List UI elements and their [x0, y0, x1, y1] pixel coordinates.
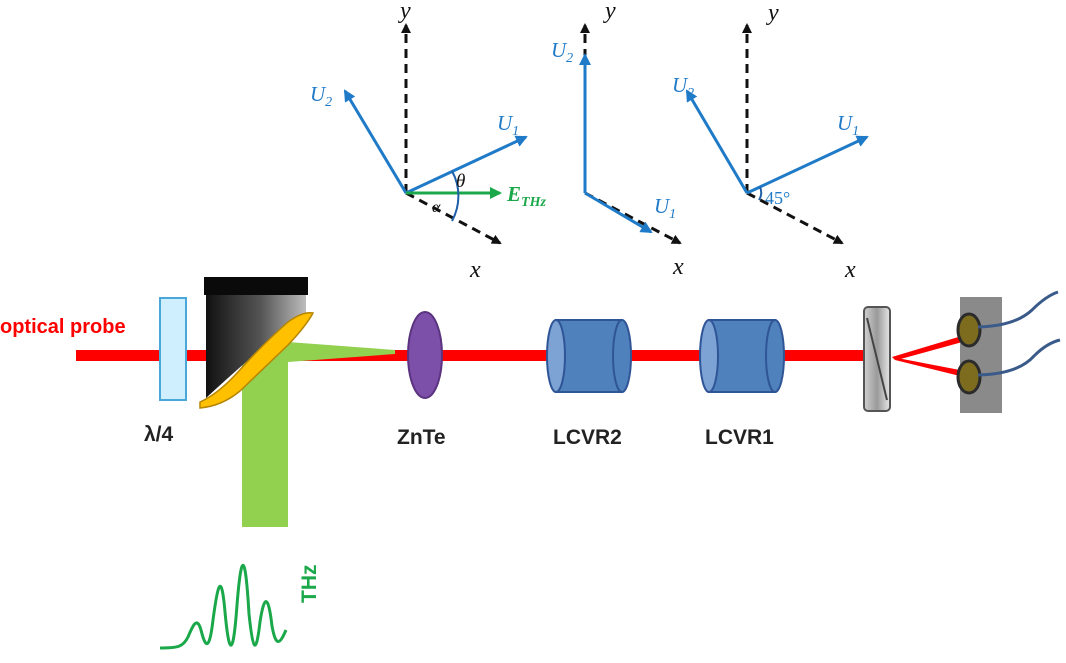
y-axis-label-2: y	[603, 0, 616, 24]
photodiode-lower	[956, 359, 982, 395]
lcvr2-label: LCVR2	[553, 426, 622, 449]
thz-beam	[242, 342, 395, 527]
balanced-detector	[956, 290, 1061, 413]
theta-alpha-arc	[451, 170, 460, 222]
probe-beam-input	[76, 350, 168, 361]
y-axis-label-1: y	[398, 0, 411, 24]
u2-label-2: U2	[551, 38, 573, 66]
u2-vector-1	[343, 89, 408, 194]
u1-vector-3	[746, 135, 869, 195]
lcvr1-device	[699, 319, 785, 393]
u1-label-3: U1	[837, 111, 859, 139]
quarter-wave-plate	[159, 297, 187, 401]
wollaston-prism	[863, 306, 891, 412]
lcvr1-label: LCVR1	[705, 426, 774, 449]
u1-vector-1	[405, 135, 528, 195]
parabolic-mirror-body	[206, 295, 306, 398]
znte-crystal	[407, 311, 443, 399]
alpha-label: α	[432, 199, 441, 216]
qwp-label: λ/4	[144, 423, 174, 446]
axes-diagram-3: y x U1 U2 45°	[672, 0, 869, 283]
angle-45-arc	[758, 186, 763, 201]
thz-waveform	[159, 563, 288, 650]
u1-label-2: U1	[654, 194, 676, 222]
x-axis-label-3: x	[844, 257, 856, 283]
u2-label-3: U2	[672, 73, 694, 101]
angle-45-label: 45°	[765, 188, 790, 208]
u1-vector-2	[584, 191, 653, 234]
e-thz-label: ETHz	[506, 182, 546, 210]
x-axis-arrow-3	[746, 191, 844, 245]
split-beam-lower	[892, 357, 965, 377]
parabolic-mirror-surface	[199, 311, 315, 409]
axes-diagram-2: y x U2 U1	[551, 0, 684, 280]
mirror-mount-bar	[204, 277, 308, 295]
split-beam-upper	[892, 335, 966, 360]
photodiode-upper	[956, 312, 982, 348]
detector-cable-lower	[977, 338, 1061, 377]
u2-label-1: U2	[310, 82, 332, 110]
u1-label-1: U1	[497, 111, 519, 139]
probe-beam-segment	[186, 350, 214, 361]
detector-cable-upper	[977, 290, 1059, 329]
theta-label: θ	[456, 171, 465, 192]
znte-label: ZnTe	[397, 426, 446, 449]
x-axis-label-1: x	[469, 257, 481, 283]
axes-diagram-1: y x U1 U2 ETHz θ α	[310, 0, 546, 283]
y-axis-label-3: y	[766, 0, 779, 26]
optical-probe-label: optical probe	[0, 316, 126, 338]
x-axis-label-2: x	[672, 254, 684, 280]
lcvr2-device	[546, 319, 632, 393]
thz-label: THz	[298, 565, 321, 604]
u2-vector-3	[685, 89, 749, 194]
